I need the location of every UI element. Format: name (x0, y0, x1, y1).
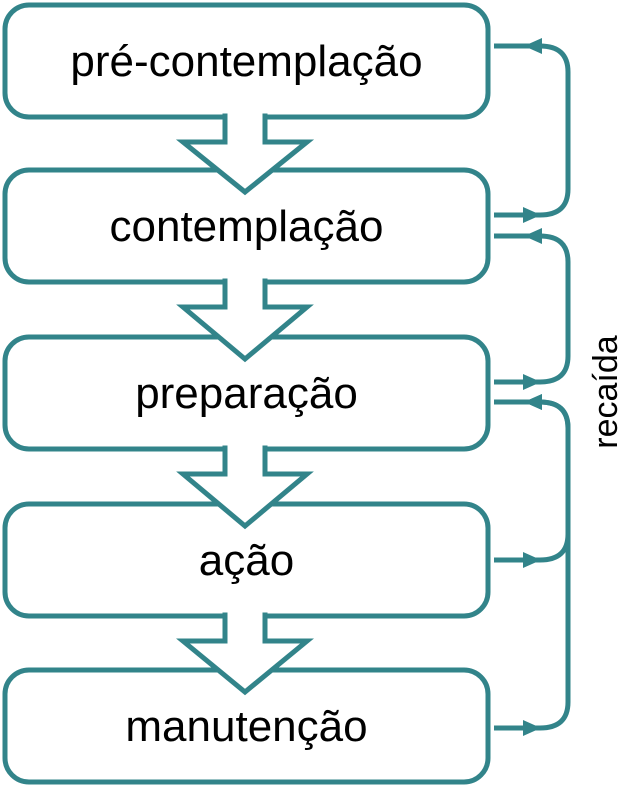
relapse-arrow-manutencao-to-preparacao (494, 394, 571, 736)
relapse-line (494, 233, 571, 385)
relapse-arrow-contemplacao-to-pre-contemplacao (494, 38, 571, 223)
arrow-shaft-fill (227, 444, 263, 474)
arrowhead-right-icon (523, 374, 541, 390)
arrowhead-left-icon (524, 228, 542, 244)
arrowhead-left-icon (524, 394, 542, 410)
arrowhead-right-icon (523, 720, 541, 736)
stage-box-pre-contemplacao: pré-contemplação (2, 2, 491, 120)
relapse-arrow-preparacao-to-contemplacao (494, 228, 571, 390)
stage-label: contemplação (110, 202, 384, 251)
stage-label: pré-contemplação (70, 37, 422, 86)
forward-arrow-preparacao-to-acao (176, 445, 314, 530)
arrow-shaft-fill (227, 277, 263, 307)
relapse-label: recaída (587, 335, 620, 448)
stage-label: ação (199, 536, 294, 585)
arrow-shaft-fill (227, 611, 263, 641)
stage-box-preparacao: preparação (2, 334, 491, 452)
relapse-line (494, 399, 571, 731)
forward-arrow-acao-to-manutencao (176, 612, 314, 696)
forward-arrow-pre-contemplacao-to-contemplacao (175, 113, 315, 196)
relapse-line (494, 399, 571, 563)
stage-label: manutenção (125, 702, 367, 751)
relapse-line (494, 43, 571, 218)
arrowhead-right-icon (523, 552, 541, 568)
stage-label: preparação (135, 369, 358, 418)
relapse-arrow-acao-to-preparacao (494, 394, 571, 568)
arrow-shaft-fill (227, 112, 263, 142)
arrowhead-left-icon (524, 38, 542, 54)
arrowhead-right-icon (523, 207, 541, 223)
stage-box-manutencao: manutenção (2, 667, 491, 785)
forward-arrow-contemplacao-to-preparacao (176, 278, 314, 363)
